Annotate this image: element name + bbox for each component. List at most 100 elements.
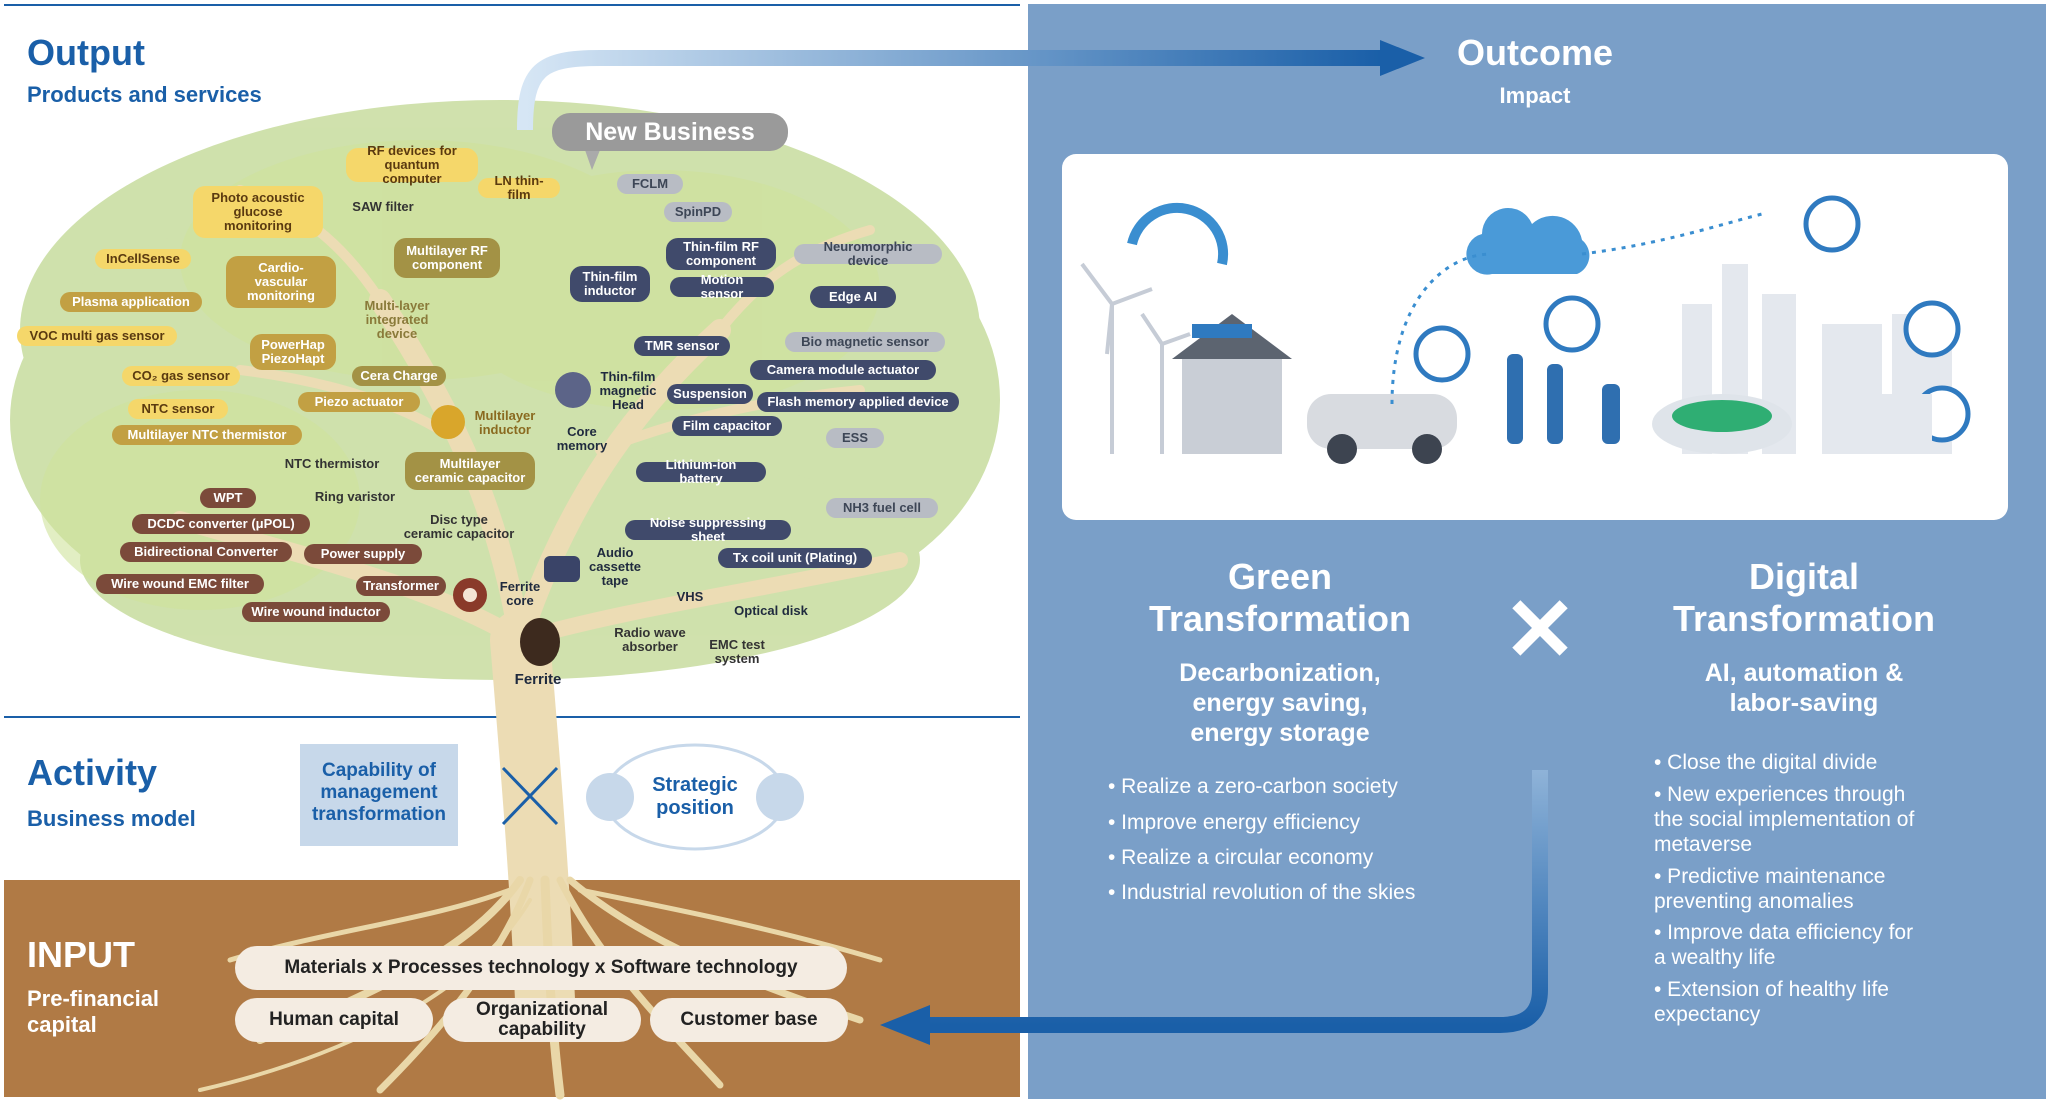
outcome-title: Outcome xyxy=(1456,32,1614,73)
new-business-tag: New Business xyxy=(552,113,788,151)
digital-bullet-1: • Close the digital divide xyxy=(1654,751,1878,774)
label-ess: ESS xyxy=(826,428,884,448)
label-power-supply: Power supply xyxy=(304,544,422,564)
label-spinpd: SpinPD xyxy=(664,202,732,222)
label-audio-cassette: Audio cassette tape xyxy=(588,545,642,588)
people-figures xyxy=(1507,354,1620,444)
input-title: INPUT xyxy=(27,934,135,975)
label-thin-film-rf: Thin-film RF component xyxy=(666,238,776,270)
digital-bullet-2: • New experiences through the social imp… xyxy=(1654,783,1915,856)
label-neuromorphic: Neuromorphic device xyxy=(794,240,942,268)
label-rf-quantum: RF devices for quantum computer xyxy=(346,144,478,186)
label-tmr-sensor: TMR sensor xyxy=(634,336,730,356)
label-edge-ai: Edge AI xyxy=(810,286,896,308)
label-vhs: VHS xyxy=(676,589,704,604)
label-ln-thin-film: LN thin-film xyxy=(478,174,560,202)
label-nh3-fuel-cell: NH3 fuel cell xyxy=(826,498,938,518)
label-bio-magnetic: Bio magnetic sensor xyxy=(785,332,945,352)
label-lithium-battery: Lithium-ion battery xyxy=(636,458,766,486)
label-mlcc: Multilayer ceramic capacitor xyxy=(405,452,535,490)
ferrite-core-icon xyxy=(453,578,487,612)
label-thin-film-inductor: Thin-film inductor xyxy=(570,266,650,302)
green-title: Green Transformation xyxy=(1148,556,1412,639)
label-core-memory: Core memory xyxy=(556,424,608,453)
hospital-icon xyxy=(1852,394,1932,454)
pill-human-capital: Human capital xyxy=(235,998,433,1042)
green-bullet-2: • Improve energy efficiency xyxy=(1108,811,1361,834)
digital-bullet-4: • Improve data efficiency for a wealthy … xyxy=(1654,921,1914,969)
top-rule xyxy=(4,4,1020,6)
green-bullet-4: • Industrial revolution of the skies xyxy=(1108,881,1416,904)
output-title: Output xyxy=(27,32,145,73)
output-subtitle: Products and services xyxy=(27,82,262,107)
connection-dots xyxy=(1390,212,1763,405)
label-incellsense: InCellSense xyxy=(95,249,191,269)
green-bullet-1: • Realize a zero-carbon society xyxy=(1108,775,1398,798)
outcome-subtitle: Impact xyxy=(1499,83,1571,108)
capability-box xyxy=(300,744,458,846)
transformation-times-symbol: ✕ xyxy=(1503,580,1577,679)
digital-title: Digital Transformation xyxy=(1672,556,1936,639)
recycle-icon xyxy=(1127,202,1229,266)
label-ferrite-core: Ferrite core xyxy=(499,579,541,608)
label-co2-sensor: CO₂ gas sensor xyxy=(122,366,240,386)
label-photo-glucose: Photo acoustic glucose monitoring xyxy=(193,186,323,238)
label-piezo-actuator: Piezo actuator xyxy=(298,392,420,412)
label-emc-test: EMC test system xyxy=(709,637,765,666)
pill-customer-base: Customer base xyxy=(650,998,848,1042)
label-disc-capacitor: Disc type ceramic capacitor xyxy=(403,512,515,541)
pill-materials: Materials x Processes technology x Softw… xyxy=(235,946,847,990)
label-voc-sensor: VOC multi gas sensor xyxy=(17,326,177,346)
wind-turbines xyxy=(1080,262,1191,454)
label-wpt: WPT xyxy=(200,488,256,508)
label-transformer: Transformer xyxy=(356,576,446,596)
label-cera-charge: Cera Charge xyxy=(352,366,446,386)
label-thin-film-head: Thin-film magnetic Head xyxy=(599,369,657,412)
multilayer-inductor-icon xyxy=(431,405,465,439)
green-bullet-3: • Realize a circular economy xyxy=(1108,846,1374,869)
label-plasma: Plasma application xyxy=(60,292,202,312)
green-subtitle: Decarbonization, energy saving, energy s… xyxy=(1179,659,1381,747)
label-ww-inductor: Wire wound inductor xyxy=(242,602,390,622)
label-bidirectional-converter: Bidirectional Converter xyxy=(120,542,292,562)
ferrite-icon xyxy=(520,618,560,666)
pill-organizational: Organizational capability xyxy=(443,998,641,1042)
label-motion-sensor: Motion sensor xyxy=(670,273,774,301)
label-fclm: FCLM xyxy=(617,174,683,194)
strategic-position-graphic xyxy=(586,743,804,851)
output-to-outcome-arrow xyxy=(517,50,1380,131)
digital-bullet-3: • Predictive maintenance preventing anom… xyxy=(1654,865,1886,913)
label-optical-disk: Optical disk xyxy=(734,603,808,618)
label-ntc-sensor: NTC sensor xyxy=(128,399,228,419)
cloud-icon xyxy=(1466,208,1590,275)
label-film-capacitor: Film capacitor xyxy=(672,416,782,436)
activity-subtitle: Business model xyxy=(27,806,196,831)
label-multilayer-rf: Multilayer RF component xyxy=(394,238,500,278)
activity-title: Activity xyxy=(27,752,158,793)
label-dcdc-converter: DCDC converter (μPOL) xyxy=(132,514,310,534)
label-camera-actuator: Camera module actuator xyxy=(750,360,936,380)
label-ring-varistor: Ring varistor xyxy=(314,489,396,504)
input-subtitle: Pre-financial capital xyxy=(27,986,160,1037)
label-radio-absorber: Radio wave absorber xyxy=(614,625,686,654)
digital-subtitle: AI, automation & labor-saving xyxy=(1704,659,1904,717)
strategic-position-text: Strategic position xyxy=(652,774,738,819)
smart-city-illustration xyxy=(1080,195,1971,464)
label-ml-ntc-thermistor: Multilayer NTC thermistor xyxy=(112,425,302,445)
activity-times-symbol xyxy=(501,766,559,826)
core-memory-icon xyxy=(555,372,591,408)
label-flash-memory: Flash memory applied device xyxy=(757,392,959,412)
label-powerhap: PowerHap PiezoHapt xyxy=(250,334,336,370)
label-ml-integrated: Multi-layer integrated device xyxy=(364,298,430,341)
outcome-to-input-arrow xyxy=(930,770,1548,1033)
label-suspension: Suspension xyxy=(667,384,753,404)
new-business-pointer xyxy=(585,150,600,170)
label-noise-sheet: Noise suppressing sheet xyxy=(625,516,791,544)
house-icon xyxy=(1182,354,1282,454)
label-ml-inductor: Multilayer inductor xyxy=(474,408,536,437)
label-ww-emc-filter: Wire wound EMC filter xyxy=(96,574,264,594)
digital-bullet-5: • Extension of healthy life expectancy xyxy=(1654,978,1889,1026)
label-cardio-monitoring: Cardio- vascular monitoring xyxy=(226,256,336,308)
label-saw-filter: SAW filter xyxy=(352,199,414,214)
